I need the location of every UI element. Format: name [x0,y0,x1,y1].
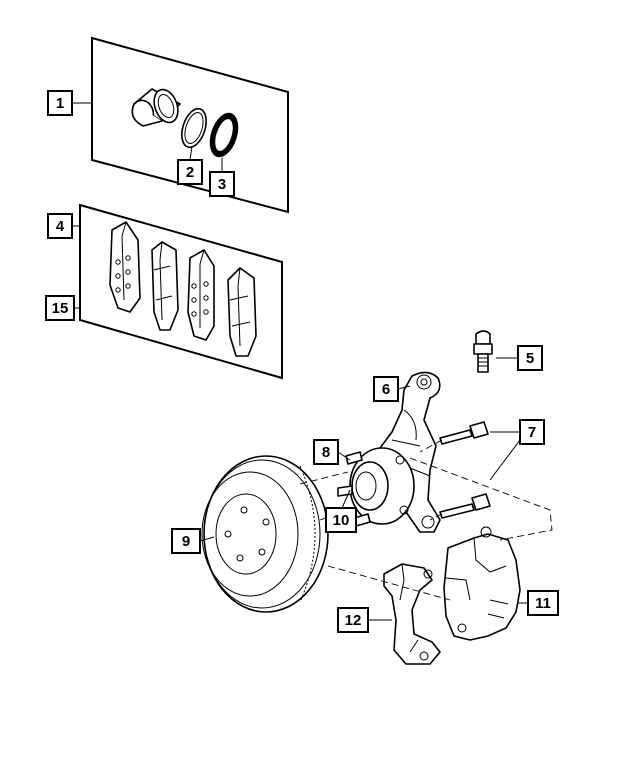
svg-text:1: 1 [56,95,64,112]
brake-pad-3 [187,249,215,341]
hub-bearing-assembly [349,447,415,525]
callout-11: 11 [527,590,559,616]
callout-7: 7 [519,419,545,445]
svg-text:4: 4 [56,218,65,235]
svg-text:3: 3 [218,176,226,193]
knuckle-bolt-upper [439,421,489,445]
dust-boot [209,112,239,158]
brake-caliper [443,526,521,641]
callout-4: 4 [47,213,73,239]
svg-text:6: 6 [382,381,390,398]
svg-text:15: 15 [52,300,69,317]
svg-text:8: 8 [322,444,330,461]
callout-12: 12 [337,607,369,633]
caliper-piston [131,88,181,127]
callout-15: 15 [45,295,75,321]
svg-text:10: 10 [333,512,350,529]
svg-text:11: 11 [535,595,551,612]
callout-1: 1 [47,90,73,116]
bleeder-screw [473,330,493,373]
callout-6: 6 [373,376,399,402]
callout-5: 5 [517,345,543,371]
brake-pad-4 [227,267,257,357]
wheel-studs [337,451,371,527]
callout-3: 3 [209,171,235,197]
svg-text:7: 7 [528,424,536,441]
brake-pad-1 [109,221,141,313]
svg-text:5: 5 [526,350,534,367]
svg-text:2: 2 [186,164,194,181]
brake-pad-2 [151,241,179,331]
callout-10: 10 [325,507,357,533]
callout-8: 8 [313,439,339,465]
knuckle-bolt-lower [439,493,491,519]
piston-seal-ring [181,107,207,149]
svg-text:9: 9 [182,533,190,550]
brake-rotor [201,455,329,613]
callout-2: 2 [177,159,203,185]
callout-9: 9 [171,528,201,554]
caliper-bracket [383,563,441,665]
svg-text:12: 12 [345,612,362,629]
